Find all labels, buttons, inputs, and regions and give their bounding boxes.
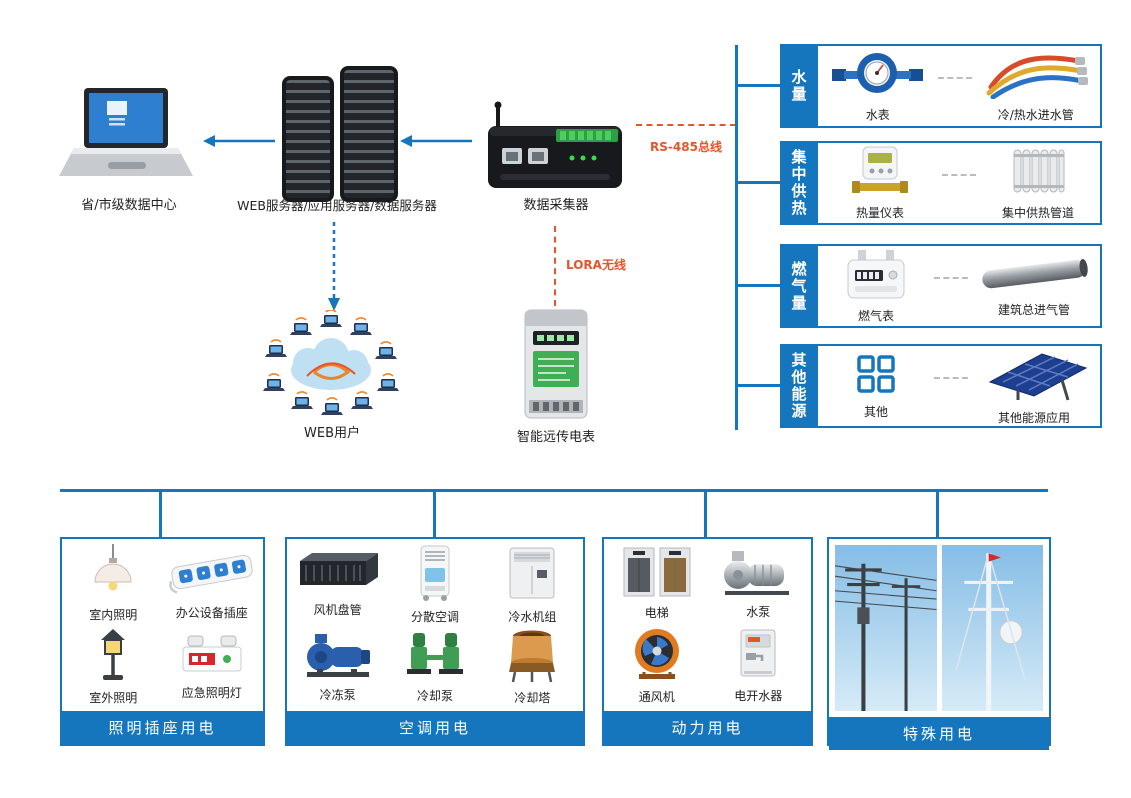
panel-group-water-tab: 水量 [780,44,818,128]
arrow-left-1 [203,133,275,152]
water-meter-icon [830,49,925,103]
connector-dash [942,174,976,176]
smart-meter-label: 智能远传电表 [516,430,595,445]
freezer-pump-icon [299,630,377,684]
gas-meter-icon [840,248,912,304]
datacenter-label: 省/市级数据中心 [81,198,177,213]
arrow-down-dotted [326,222,342,316]
ventilation-fan-icon [628,626,686,686]
cell-label: 室外照明 [89,691,138,705]
fan-coil-icon [294,551,382,599]
cell-label: 冷却泵 [416,689,453,703]
arrow-left-2 [400,133,472,152]
cell-label: 冷水机组 [508,610,557,624]
chiller-icon [505,544,559,606]
solar-panel-icon [978,346,1090,406]
panel-group-water: 水量 水表 [780,44,1102,128]
cell-label: 冷却塔 [514,691,551,705]
cooling-pump-icon [399,629,471,685]
cell-label: 应急照明灯 [181,686,242,700]
ac-title: 空调用电 [287,711,583,744]
portable-ac-icon [412,544,458,606]
ac-box: 风机盘管 分散空调 [285,537,585,746]
panel-group-other-tab: 其他能源 [780,344,818,428]
cell-label: 冷冻泵 [319,688,356,702]
water-pump-icon [717,547,799,601]
bottom-bus-line [60,489,1048,492]
lighting-socket-title: 照明插座用电 [62,711,263,744]
cell-label: 室内照明 [89,608,138,622]
stub-water [735,84,782,87]
drop-lighting [159,489,162,537]
drop-power [704,489,707,537]
drop-ac [433,489,436,537]
item-label: 其他能源应用 [997,411,1070,425]
item-label: 燃气表 [857,309,894,323]
item-label: 建筑总进气管 [997,303,1070,317]
cell-label: 通风机 [638,689,675,704]
pendant-lamp-icon [88,544,138,604]
outdoor-lamp-icon [92,625,134,687]
cell-label: 分散空调 [410,610,459,624]
panel-group-other: 其他能源 其他 [780,344,1102,428]
gas-pipe-icon [978,254,1090,298]
connector-dash [934,277,968,279]
elevator-icon [620,546,694,602]
item-label: 集中供热管道 [1001,206,1074,220]
rs485-line [636,124,736,126]
power-lines-photo [835,545,937,712]
item-label: 水表 [865,108,890,122]
panel-group-gas-tab: 燃气量 [780,244,818,328]
cloud-users-icon [258,309,404,424]
data-collector-icon [480,100,630,196]
item-label: 冷/热水进水管 [997,108,1074,122]
collector-label: 数据采集器 [523,198,589,213]
server-racks-icon [282,66,398,202]
lighting-socket-box: 室内照明 办公设备插座 [60,537,265,746]
panel-group-heat: 集中供热 热量仪表 [780,141,1102,225]
cell-label: 电开水器 [734,688,783,703]
power-box: 电梯 水泵 [602,537,813,746]
stub-other [735,384,782,387]
item-label: 其他 [863,405,888,419]
heat-meter-icon [850,145,910,201]
cell-label: 电梯 [644,605,669,620]
connector-dash [934,377,968,379]
water-heater-icon [731,627,785,685]
server-tower-icon [282,76,334,202]
cell-label: 水泵 [746,604,771,619]
panel-group-gas: 燃气量 燃气表 [780,244,1102,328]
drop-special [936,489,939,537]
cooling-tower-icon [500,627,564,687]
connector-dash [937,77,972,79]
lora-line [554,226,556,306]
lora-label: LORA无线 [566,258,626,272]
laptop-icon [58,86,196,190]
stub-gas [735,284,782,287]
radiator-icon [1010,145,1066,201]
smart-meter-icon [518,306,594,430]
special-title: 特殊用电 [829,717,1049,751]
rs485-label: RS-485总线 [650,140,722,154]
mast-photo [941,545,1043,712]
web-users-label: WEB用户 [304,426,360,441]
power-title: 动力用电 [604,711,811,744]
panel-group-heat-tab: 集中供热 [780,141,818,225]
emergency-light-icon [175,630,249,682]
servers-label: WEB服务器/应用服务器/数据服务器 [237,198,437,213]
special-box: 特殊用电 [827,537,1051,751]
server-tower-icon [340,66,398,202]
cell-label: 办公设备插座 [175,606,248,620]
cell-label: 风机盘管 [313,603,362,617]
right-panel-trunk-line [735,45,738,430]
four-squares-icon [854,352,898,400]
item-label: 热量仪表 [855,206,904,220]
stub-heat [735,181,782,184]
power-strip-icon [166,546,258,602]
water-hoses-icon [983,49,1089,103]
